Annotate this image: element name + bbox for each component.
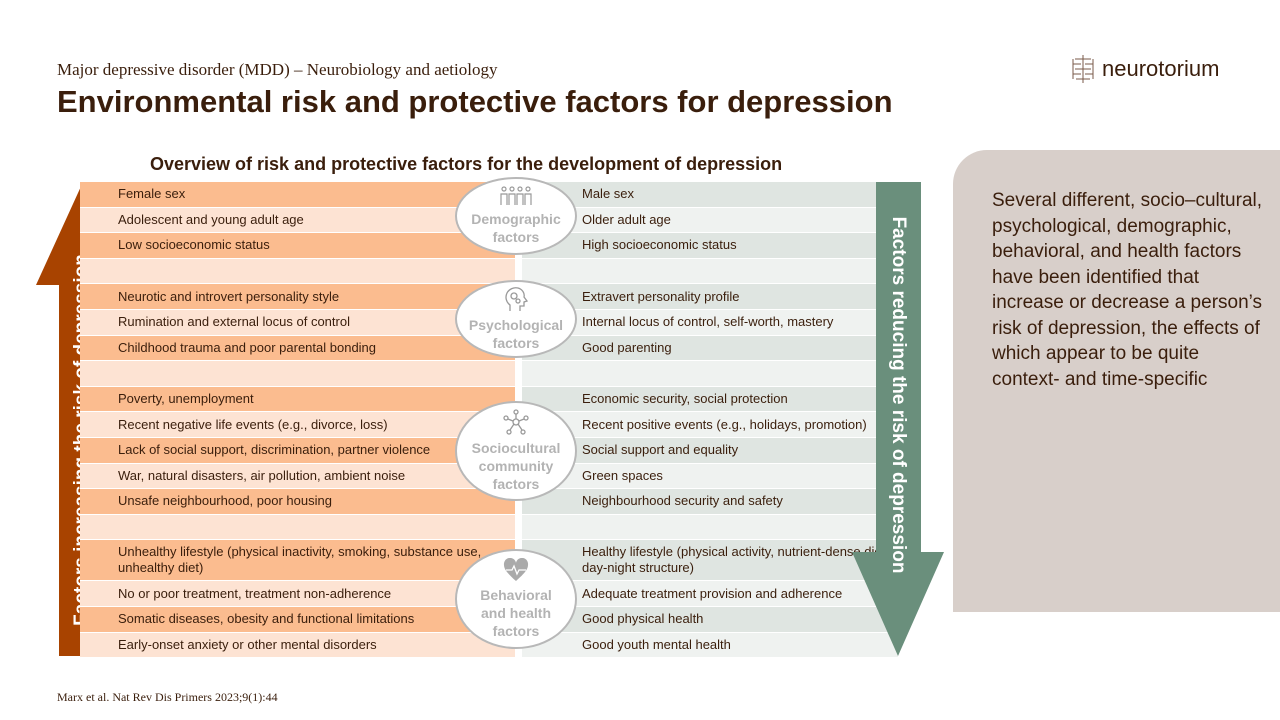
protective-arrow-icon	[852, 182, 944, 656]
risk-factor: Poverty, unemployment	[80, 386, 515, 413]
protective-factor: Recent positive events (e.g., holidays, …	[522, 412, 898, 438]
slide-title: Environmental risk and protective factor…	[57, 84, 893, 119]
factor-row: Rumination and external locus of control…	[80, 309, 898, 336]
protective-factor: Male sex	[522, 182, 898, 208]
factor-row: No or poor treatment, treatment non-adhe…	[80, 581, 898, 607]
protective-factor: Green spaces	[522, 463, 898, 490]
spacer-row	[80, 514, 898, 541]
risk-factor: Unhealthy lifestyle (physical inactivity…	[80, 540, 515, 582]
spacer-row	[80, 258, 898, 285]
protective-factor: Economic security, social protection	[522, 386, 898, 413]
protective-factor: Older adult age	[522, 207, 898, 234]
risk-factor: Rumination and external locus of control	[80, 309, 515, 336]
factor-row: Adolescent and young adult age Older adul…	[80, 207, 898, 234]
citation: Marx et al. Nat Rev Dis Primers 2023;9(1…	[57, 690, 278, 704]
logo-text: neurotorium	[1102, 56, 1220, 81]
protective-factor: Extravert personality profile	[522, 284, 898, 310]
factor-row: Neurotic and introvert personality style…	[80, 284, 898, 310]
summary-panel: Several different, socio–cultural, psych…	[953, 150, 1280, 612]
risk-factor: Lack of social support, discrimination, …	[80, 437, 515, 464]
factor-row: Lack of social support, discrimination, …	[80, 437, 898, 464]
protective-factor: Social support and equality	[522, 437, 898, 464]
protective-factor: Good youth mental health	[522, 632, 898, 659]
factor-row: Childhood trauma and poor parental bondi…	[80, 335, 898, 362]
spacer	[522, 361, 898, 387]
spacer	[522, 258, 898, 285]
heart-pulse-icon	[503, 558, 529, 586]
risk-factor: No or poor treatment, treatment non-adhe…	[80, 581, 515, 607]
factor-row: Poverty, unemployment Economic security, …	[80, 386, 898, 413]
factor-row: Recent negative life events (e.g., divor…	[80, 412, 898, 438]
spacer	[80, 258, 515, 285]
factor-row: Somatic diseases, obesity and functional…	[80, 606, 898, 633]
summary-text: Several different, socio–cultural, psych…	[992, 190, 1263, 390]
risk-factor: Female sex	[80, 182, 515, 208]
protective-factor: Good physical health	[522, 606, 898, 633]
network-icon	[502, 409, 530, 439]
protective-factor: High socioeconomic status	[522, 233, 898, 259]
people-icon	[499, 186, 533, 210]
category-label: Sociocultural	[471, 439, 561, 456]
category-label: factors	[492, 623, 540, 640]
spacer	[80, 514, 515, 541]
category-label: factors	[492, 229, 540, 246]
risk-factor: Low socioeconomic status	[80, 233, 515, 259]
risk-factor: Adolescent and young adult age	[80, 207, 515, 234]
factor-row: Female sex Male sex	[80, 182, 898, 208]
factor-row: War, natural disasters, air pollution, a…	[80, 463, 898, 490]
logo: neurotorium	[1070, 54, 1219, 84]
category-label: Demographic	[471, 211, 561, 228]
spacer	[522, 514, 898, 541]
factor-row: Unsafe neighbourhood, poor housing Neighb…	[80, 489, 898, 515]
protective-arrow-label: Factors reducing the risk of depression	[888, 216, 909, 574]
risk-factor: Neurotic and introvert personality style	[80, 284, 515, 310]
risk-factor: Recent negative life events (e.g., divor…	[80, 412, 515, 438]
category-label: Behavioral	[480, 587, 552, 604]
category-label: and health	[480, 605, 551, 622]
slide-subtitle: Major depressive disorder (MDD) – Neurob…	[57, 60, 498, 79]
factor-row: Unhealthy lifestyle (physical inactivity…	[80, 540, 898, 582]
risk-factor: Early-onset anxiety or other mental diso…	[80, 632, 515, 659]
risk-factor: War, natural disasters, air pollution, a…	[80, 463, 515, 490]
factor-row: Low socioeconomic status High socioeconom…	[80, 233, 898, 259]
protective-factor: Healthy lifestyle (physical activity, nu…	[522, 540, 898, 582]
risk-factor: Somatic diseases, obesity and functional…	[80, 606, 515, 633]
brain-logo-icon	[1072, 55, 1094, 83]
category-label: factors	[492, 334, 540, 351]
category-label: Psychological	[468, 316, 564, 333]
risk-factor: Unsafe neighbourhood, poor housing	[80, 489, 515, 515]
protective-factor: Adequate treatment provision and adheren…	[522, 581, 898, 607]
risk-factor: Childhood trauma and poor parental bondi…	[80, 335, 515, 362]
protective-factor: Internal locus of control, self-worth, m…	[522, 309, 898, 336]
factor-row: Early-onset anxiety or other mental diso…	[80, 632, 898, 659]
head-gears-icon	[504, 286, 529, 316]
protective-factor: Good parenting	[522, 335, 898, 362]
category-label: factors	[492, 475, 540, 492]
category-label: community	[478, 457, 554, 474]
diagram-title: Overview of risk and protective factors …	[150, 154, 783, 174]
spacer	[80, 361, 515, 387]
protective-factor: Neighbourhood security and safety	[522, 489, 898, 515]
spacer-row	[80, 361, 898, 387]
